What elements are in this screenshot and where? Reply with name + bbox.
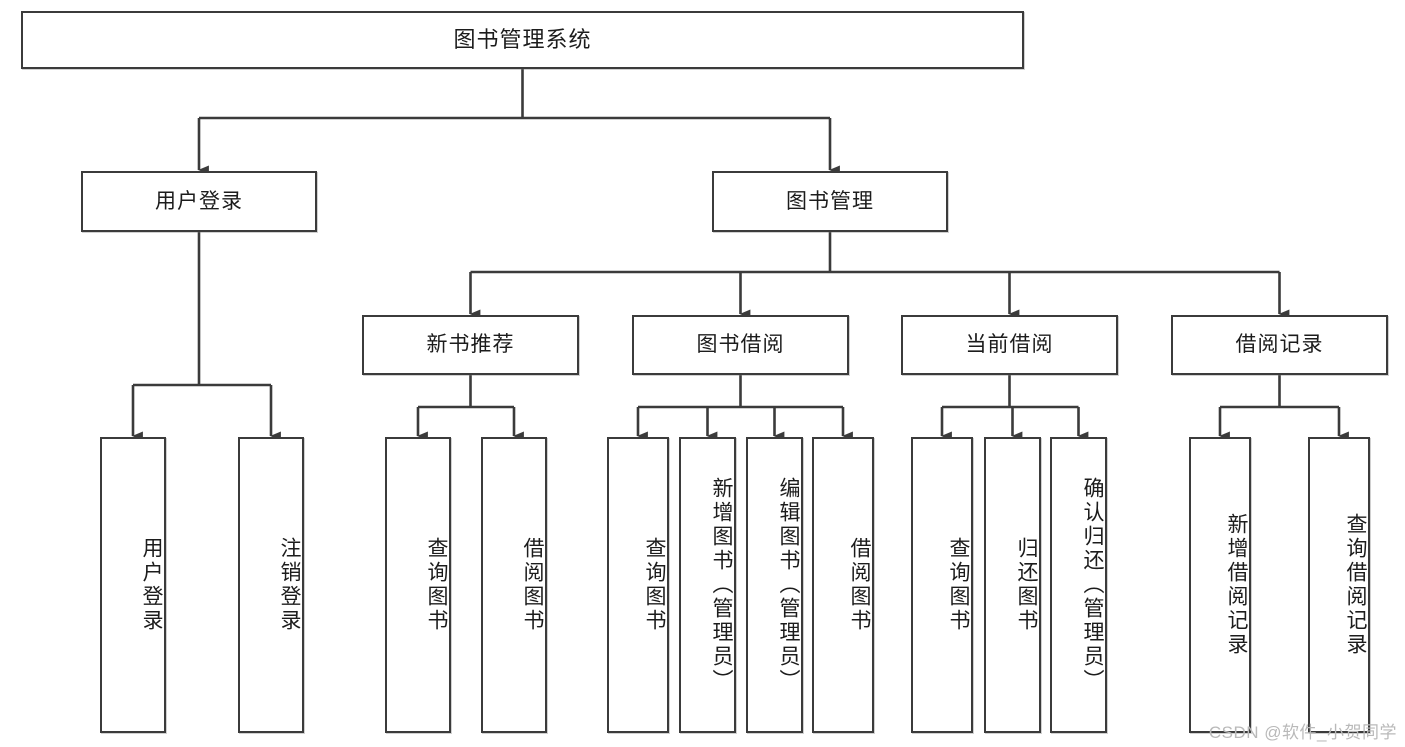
node-leaf-bw-query[interactable]: 查询图书 bbox=[607, 437, 669, 733]
node-newbook[interactable]: 新书推荐 bbox=[362, 315, 579, 375]
node-label: 借阅记录 bbox=[1235, 333, 1324, 357]
node-label: 查询借阅记录 bbox=[1344, 513, 1367, 657]
node-label: 新增图书（管理员） bbox=[710, 477, 733, 693]
node-leaf-rec-add[interactable]: 新增借阅记录 bbox=[1189, 437, 1251, 733]
node-root[interactable]: 图书管理系统 bbox=[21, 11, 1024, 69]
node-leaf-bw-edit[interactable]: 编辑图书（管理员） bbox=[746, 437, 803, 733]
node-leaf-nb-borrow[interactable]: 借阅图书 bbox=[481, 437, 547, 733]
node-label: 确认归还（管理员） bbox=[1081, 477, 1104, 693]
node-label: 借阅图书 bbox=[848, 537, 871, 633]
node-label: 借阅图书 bbox=[521, 537, 544, 633]
node-label: 归还图书 bbox=[1015, 537, 1038, 633]
node-label: 查询图书 bbox=[425, 537, 448, 633]
node-label: 图书管理系统 bbox=[453, 26, 592, 52]
node-label: 新书推荐 bbox=[426, 333, 515, 357]
node-borrow[interactable]: 图书借阅 bbox=[632, 315, 849, 375]
node-label: 用户登录 bbox=[140, 537, 163, 633]
node-leaf-cur-query[interactable]: 查询图书 bbox=[911, 437, 973, 733]
node-label: 编辑图书（管理员） bbox=[777, 477, 800, 693]
node-label: 用户登录 bbox=[155, 189, 243, 213]
node-leaf-cur-return[interactable]: 归还图书 bbox=[984, 437, 1041, 733]
node-leaf-bw-borrow[interactable]: 借阅图书 bbox=[812, 437, 874, 733]
watermark-text: CSDN @软件_小贺同学 bbox=[1208, 723, 1397, 742]
node-leaf-user-login[interactable]: 用户登录 bbox=[100, 437, 166, 733]
node-leaf-user-logout[interactable]: 注销登录 bbox=[238, 437, 304, 733]
node-label: 当前借阅 bbox=[965, 333, 1054, 357]
node-leaf-bw-add[interactable]: 新增图书（管理员） bbox=[679, 437, 736, 733]
node-leaf-rec-query[interactable]: 查询借阅记录 bbox=[1308, 437, 1370, 733]
node-records[interactable]: 借阅记录 bbox=[1171, 315, 1388, 375]
node-label: 查询图书 bbox=[643, 537, 666, 633]
node-login[interactable]: 用户登录 bbox=[81, 171, 317, 232]
node-bookmgmt[interactable]: 图书管理 bbox=[712, 171, 948, 232]
node-label: 查询图书 bbox=[947, 537, 970, 633]
node-label: 新增借阅记录 bbox=[1225, 513, 1248, 657]
node-leaf-cur-confirm[interactable]: 确认归还（管理员） bbox=[1050, 437, 1107, 733]
node-leaf-nb-query[interactable]: 查询图书 bbox=[385, 437, 451, 733]
node-current[interactable]: 当前借阅 bbox=[901, 315, 1118, 375]
node-label: 注销登录 bbox=[278, 537, 301, 633]
node-label: 图书管理 bbox=[786, 189, 874, 213]
node-label: 图书借阅 bbox=[696, 333, 785, 357]
